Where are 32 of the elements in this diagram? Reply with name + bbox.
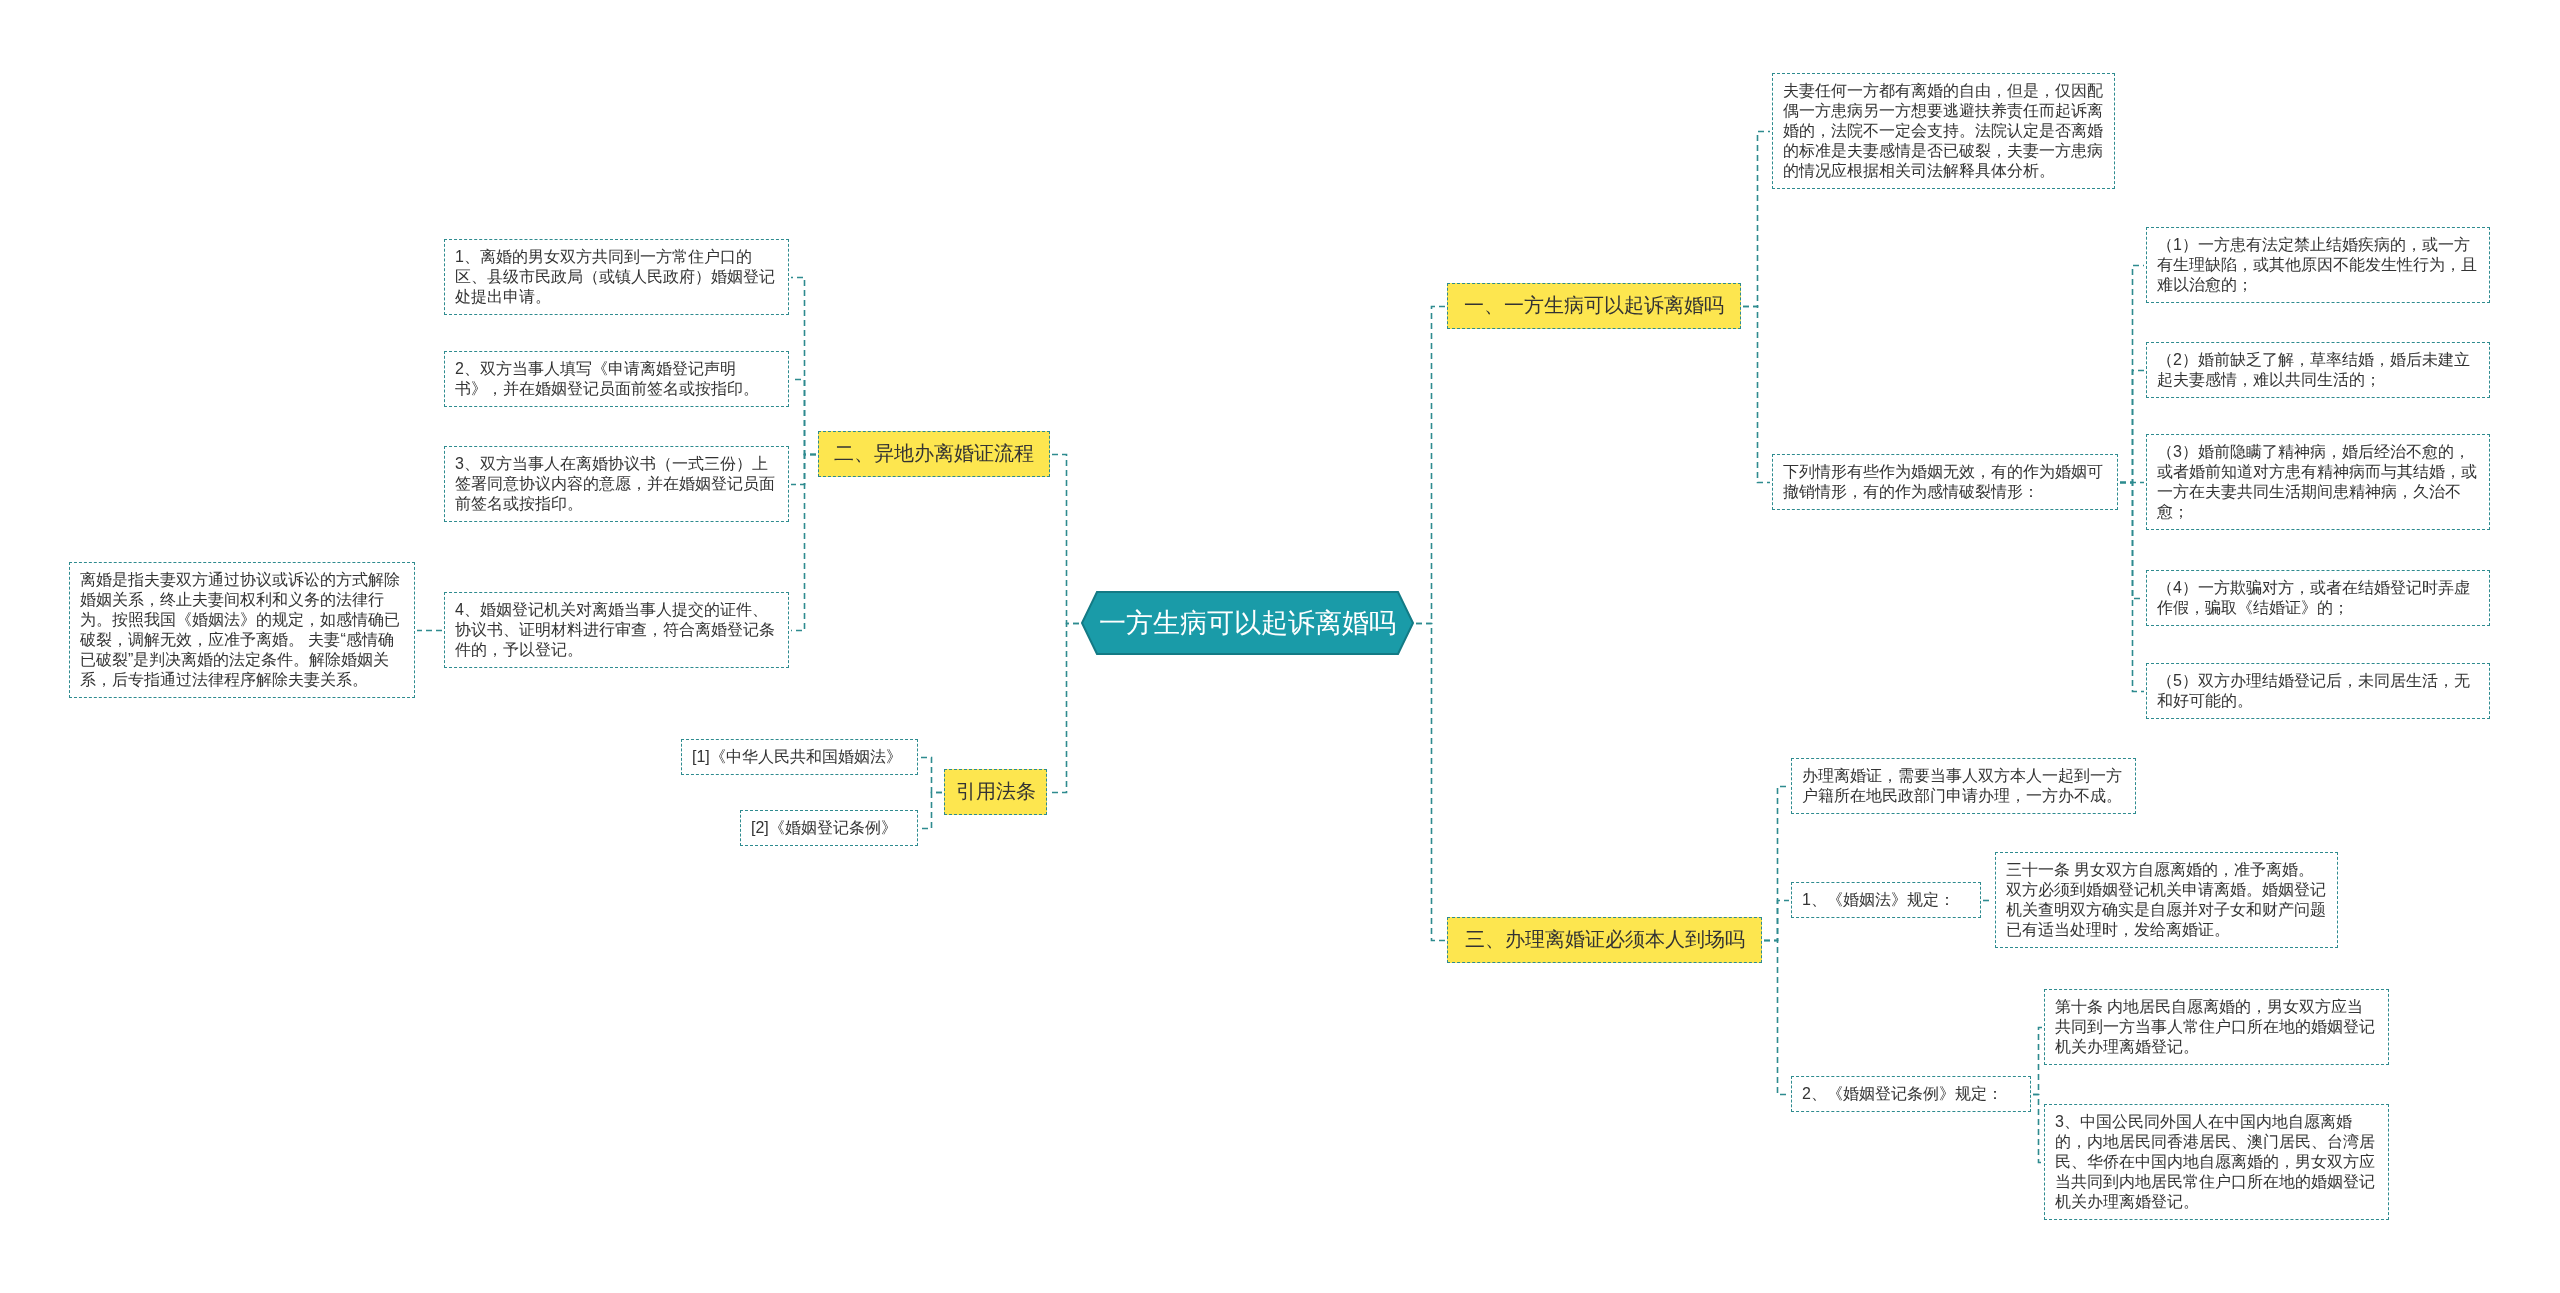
connector-line [1742,305,1771,484]
topic-box: 二、异地办离婚证流程 [818,431,1050,477]
connector-line [2119,481,2145,693]
note-box: 3、中国公民同外国人在中国内地自愿离婚的，内地居民同香港居民、澳门居民、台湾居民、华侨在中国内地自愿离婚的，男女双方应当共同到内地居民常住户口所在地的婚姻登记机关办理离婚登记。 [2044,1104,2389,1220]
note-box: 离婚是指夫妻双方通过协议或诉讼的方式解除婚姻关系，终止夫妻间权利和义务的法律行为。按照我国《婚姻法》的规定，如感情确已破裂，调解无效，应准予离婚。 夫妻“感情确已破裂”是判决离婚的法定条件。解除婚姻关系，后专指通过法律程序解除夫妻关系。 [69,562,415,698]
topic-box: 一、一方生病可以起诉离婚吗 [1447,283,1741,329]
note-box: 1、《婚姻法》规定： [1791,882,1981,918]
note-box: （3）婚前隐瞒了精神病，婚后经治不愈的，或者婚前知道对方患有精神病而与其结婚，或一方在夫妻共同生活期间患精神病，久治不愈； [2146,434,2490,530]
note-box: 办理离婚证，需要当事人双方本人一起到一方户籍所在地民政部门申请办理，一方办不成。 [1791,758,2136,814]
connector-line [919,791,943,830]
note-box: 1、离婚的男女双方共同到一方常住户口的区、县级市民政局（或镇人民政府）婚姻登记处提出申请。 [444,239,789,315]
note-box: （5）双方办理结婚登记后，未同居生活，无和好可能的。 [2146,663,2490,719]
note-box: 3、双方当事人在离婚协议书（一式三份）上签署同意协议内容的意愿，并在婚姻登记员面前签名或按指印。 [444,446,789,522]
topic-box: 引用法条 [944,769,1047,815]
note-box: 夫妻任何一方都有离婚的自由，但是，仅因配偶一方患病另一方想要逃避扶养责任而起诉离婚的，法院不一定会支持。法院认定是否离婚的标准是夫妻感情是否已破裂，夫妻一方患病的情况应根据相关司法解释具体分析。 [1772,73,2115,189]
topic-hexagon: 一方生病可以起诉离婚吗 [1081,591,1414,655]
topic-box: 三、办理离婚证必须本人到场吗 [1447,917,1762,963]
connector-line [2032,1093,2043,1164]
note-box: （4）一方欺骗对方，或者在结婚登记时弄虚作假，骗取《结婚证》的； [2146,570,2490,626]
note-box: 2、双方当事人填写《申请离婚登记声明书》，并在婚姻登记员面前签名或按指印。 [444,351,789,407]
note-box: （1）一方患有法定禁止结婚疾病的，或一方有生理缺陷，或其他原因不能发生性行为，且难以治愈的； [2146,227,2490,303]
note-box: （2）婚前缺乏了解，草率结婚，婚后未建立起夫妻感情，难以共同生活的； [2146,342,2490,398]
note-box: 下列情形有些作为婚姻无效，有的作为婚姻可撤销情形，有的作为感情破裂情形： [1772,454,2118,510]
note-box: 4、婚姻登记机关对离婚当事人提交的证件、协议书、证明材料进行审查，符合离婚登记条件的，予以登记。 [444,592,789,668]
connector-line [1415,622,1446,942]
connector-line [790,453,817,632]
note-box: 2、《婚姻登记条例》规定： [1791,1076,2031,1112]
note-box: [1]《中华人民共和国婚姻法》 [681,739,918,775]
note-box: 第十条 内地居民自愿离婚的，男女双方应当共同到一方当事人常住户口所在地的婚姻登记机关办理离婚登记。 [2044,989,2389,1065]
note-box: 三十一条 男女双方自愿离婚的，准予离婚。双方必须到婚姻登记机关申请离婚。婚姻登记机关查明双方确实是自愿并对子女和财产问题已有适当处理时，发给离婚证。 [1995,852,2338,948]
connector-line [416,629,443,632]
note-box: [2]《婚姻登记条例》 [740,810,918,846]
